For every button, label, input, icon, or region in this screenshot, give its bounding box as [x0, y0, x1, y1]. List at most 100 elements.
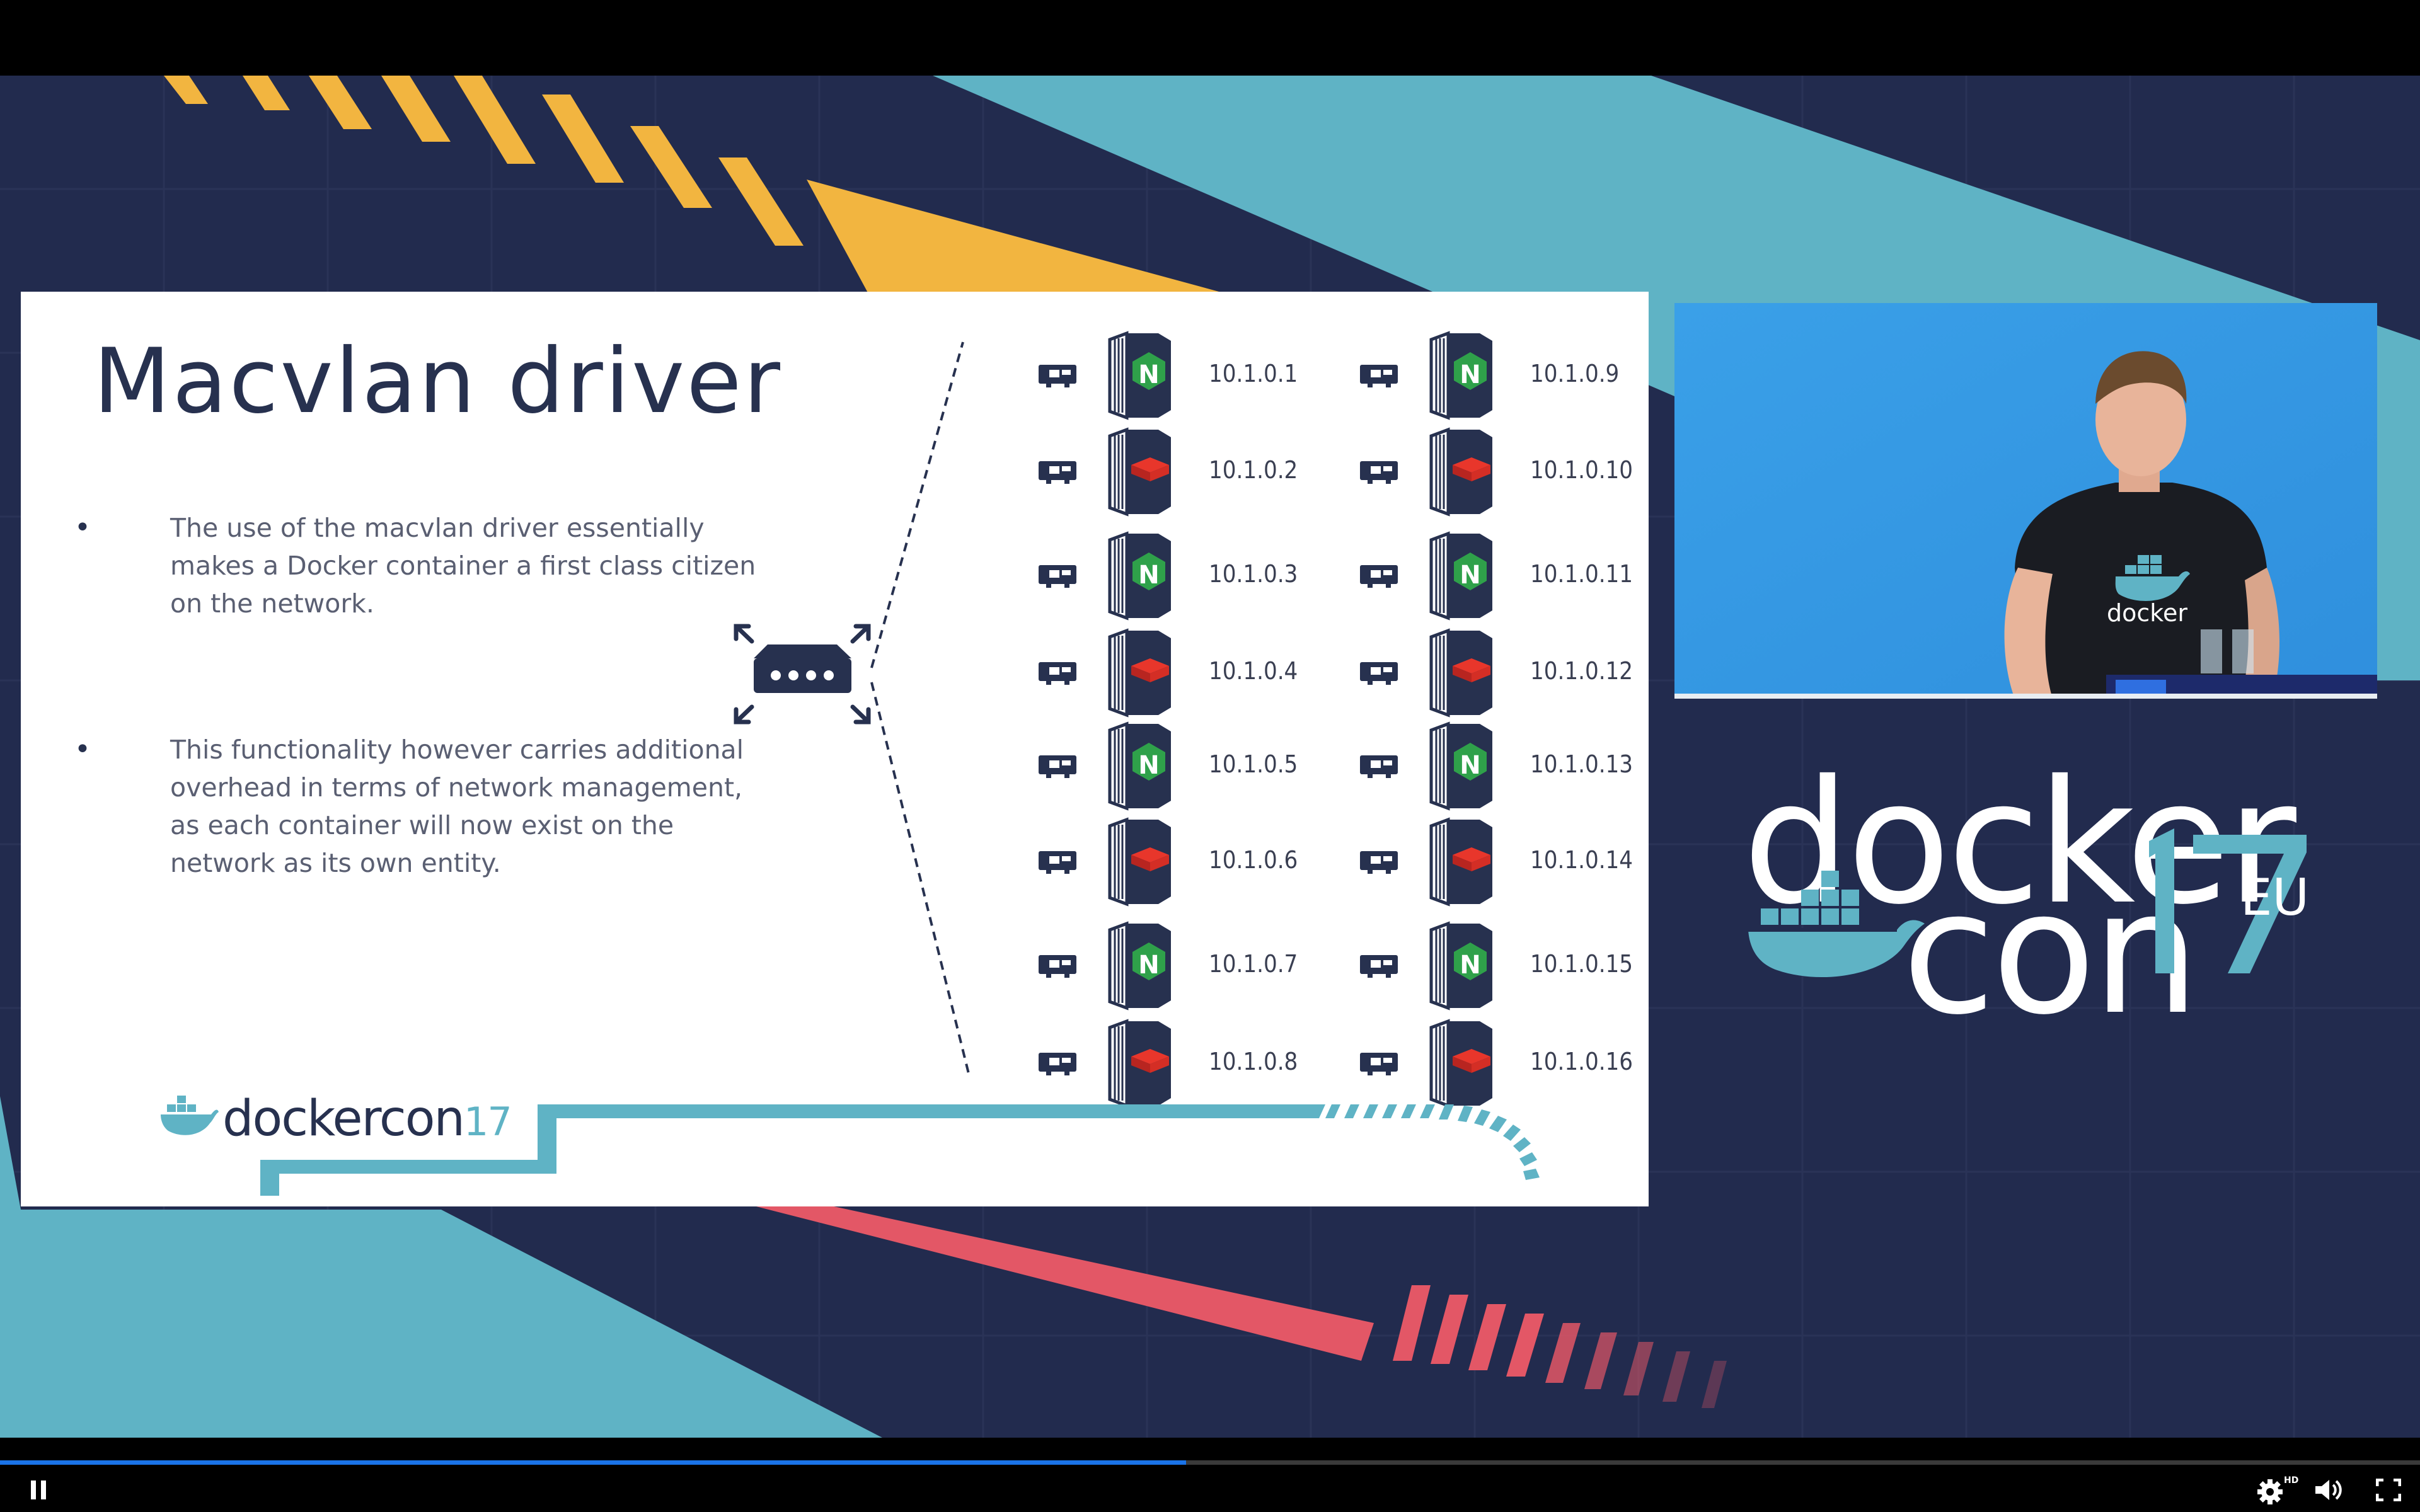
nic-icon	[1039, 955, 1076, 978]
container-entry: N	[1360, 721, 1492, 811]
dashed-links	[870, 341, 971, 1077]
nic-icon	[1039, 755, 1076, 778]
container-ip-label: 10.1.0.5	[1209, 750, 1298, 778]
settings-icon[interactable]: HD	[2255, 1474, 2299, 1506]
container-icon	[1108, 921, 1171, 1011]
speaker-video-inset: docker	[1674, 303, 2377, 699]
svg-text:N: N	[1138, 751, 1159, 780]
nic-icon	[1039, 851, 1076, 874]
container-ip-label: 10.1.0.14	[1530, 846, 1634, 874]
nic-icon	[1360, 755, 1398, 778]
fullscreen-icon[interactable]	[2376, 1479, 2401, 1501]
nginx-icon: N	[1454, 743, 1487, 781]
container-entry	[1360, 427, 1492, 517]
container-ip-label: 10.1.0.1	[1209, 360, 1298, 387]
container-entry	[1039, 817, 1171, 907]
nginx-icon: N	[1132, 553, 1165, 590]
redis-icon	[1131, 658, 1169, 682]
container-ip-label: 10.1.0.9	[1530, 360, 1620, 387]
svg-text:N: N	[1460, 561, 1480, 590]
shirt-whale-icon	[2115, 555, 2190, 601]
bullet-dot: •	[74, 512, 91, 544]
container-entry	[1360, 1019, 1492, 1108]
container-icon	[1108, 628, 1171, 718]
container-ip-label: 10.1.0.11	[1530, 560, 1634, 588]
container-ip-label: 10.1.0.10	[1530, 456, 1634, 484]
container-ip-label: 10.1.0.12	[1530, 657, 1634, 685]
nginx-icon: N	[1132, 942, 1165, 980]
nic-icon	[1039, 461, 1076, 484]
svg-text:N: N	[1138, 951, 1159, 980]
brand-region: EU	[2240, 868, 2310, 927]
bullet-text: The use of the macvlan driver essentiall…	[170, 513, 756, 619]
volume-icon[interactable]	[2313, 1477, 2344, 1503]
nic-icon	[1360, 955, 1398, 978]
pause-icon[interactable]	[29, 1479, 48, 1501]
nginx-icon: N	[1454, 553, 1487, 590]
container-entry: N	[1039, 721, 1171, 811]
svg-text:N: N	[1460, 751, 1480, 780]
redis-icon	[1453, 457, 1490, 481]
redis-icon	[1131, 1049, 1169, 1073]
container-entry: N	[1039, 531, 1171, 621]
container-entry	[1039, 427, 1171, 517]
container-entry	[1360, 628, 1492, 718]
container-ip-label: 10.1.0.6	[1209, 846, 1298, 874]
presentation-slide: Macvlan driver • The use of the macvlan …	[21, 292, 1649, 1206]
container-entry: N	[1360, 531, 1492, 621]
container-entry	[1039, 628, 1171, 718]
logo-word: dockercon	[222, 1091, 465, 1147]
nic-icon	[1039, 662, 1076, 685]
nginx-icon: N	[1454, 352, 1487, 390]
nic-icon	[1039, 565, 1076, 588]
container-entry: N	[1039, 331, 1171, 420]
slide-logo-text: dockercon17	[222, 1091, 512, 1147]
hd-badge: HD	[2284, 1475, 2298, 1486]
nginx-icon: N	[1132, 352, 1165, 390]
svg-text:N: N	[1460, 951, 1480, 980]
shirt-text: docker	[2107, 599, 2187, 627]
nginx-icon: N	[1454, 942, 1487, 980]
svg-text:N: N	[1138, 360, 1159, 389]
logo-year: 17	[463, 1099, 512, 1145]
redis-icon	[1453, 847, 1490, 871]
nic-icon	[1360, 662, 1398, 685]
container-ip-label: 10.1.0.2	[1209, 456, 1298, 484]
redis-icon	[1131, 847, 1169, 871]
progress-bar[interactable]	[0, 1460, 2420, 1465]
nic-icon	[1360, 851, 1398, 874]
nginx-icon: N	[1132, 743, 1165, 781]
progress-fill	[0, 1460, 1186, 1465]
nic-icon	[1360, 365, 1398, 387]
container-entry: N	[1360, 921, 1492, 1011]
container-ip-label: 10.1.0.15	[1530, 950, 1634, 978]
slide-footer-decoration	[260, 1104, 1540, 1196]
container-ip-label: 10.1.0.13	[1530, 750, 1634, 778]
container-icon	[1429, 531, 1492, 621]
brand-con-word: con	[1902, 854, 2200, 1052]
bullet-item: • This functionality however carries add…	[74, 731, 768, 932]
redis-icon	[1131, 457, 1169, 481]
svg-text:N: N	[1138, 561, 1159, 590]
nic-icon	[1360, 565, 1398, 588]
bullet-text: This functionality however carries addit…	[170, 735, 744, 878]
redis-icon	[1453, 1049, 1490, 1073]
container-entry: N	[1360, 331, 1492, 420]
nic-icon	[1360, 461, 1398, 484]
bullet-item: • The use of the macvlan driver essentia…	[74, 509, 768, 635]
bullet-dot: •	[74, 733, 91, 765]
container-ip-label: 10.1.0.4	[1209, 657, 1298, 685]
container-ip-label: 10.1.0.16	[1530, 1048, 1634, 1075]
nic-icon	[1360, 1053, 1398, 1075]
container-ip-label: 10.1.0.8	[1209, 1048, 1298, 1075]
svg-text:N: N	[1460, 360, 1480, 389]
brand-year-seventeen	[2149, 828, 2307, 973]
network-diagram: N N N N N N N N	[734, 331, 1492, 1108]
redis-icon	[1453, 658, 1490, 682]
container-ip-label: 10.1.0.3	[1209, 560, 1298, 588]
nic-icon	[1039, 365, 1076, 387]
container-entry	[1039, 1019, 1171, 1108]
container-icon	[1429, 921, 1492, 1011]
slide-title: Macvlan driver	[93, 329, 782, 433]
